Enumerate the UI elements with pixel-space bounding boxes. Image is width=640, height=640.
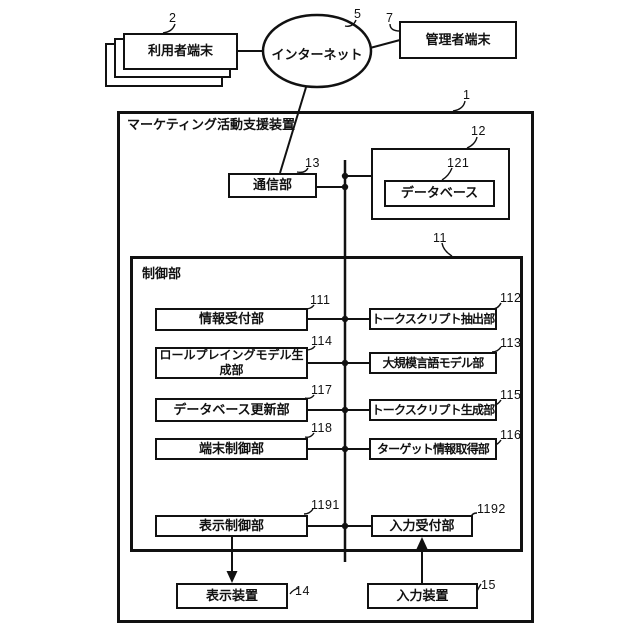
llm-unit-label: 大規模言語モデル部 <box>382 355 485 370</box>
ref-label-121: 121 <box>447 156 470 170</box>
ref-label-1: 1 <box>463 88 471 102</box>
storage-box <box>371 148 510 220</box>
marketing-support-device-box <box>117 111 534 623</box>
llm-unit-box: 大規模言語モデル部 <box>369 352 497 374</box>
roleplay-model-generation-label: ロールプレイングモデル生成部 <box>159 348 304 377</box>
talk-script-extraction-box: トークスクリプト抽出部 <box>369 308 497 330</box>
ref-label-11: 11 <box>433 231 447 245</box>
internet-label: インターネット <box>271 47 363 62</box>
ref-label-114: 114 <box>311 334 333 348</box>
ref-label-116: 116 <box>500 428 522 442</box>
admin-terminal-box: 管理者端末 <box>399 21 517 59</box>
control-unit-label: 制御部 <box>142 266 182 281</box>
ref-label-1192: 1192 <box>477 502 506 516</box>
ref-label-111: 111 <box>310 293 331 307</box>
user-terminal-label: 利用者端末 <box>147 43 213 59</box>
display-device-box: 表示装置 <box>176 583 288 609</box>
marketing-support-device-title: マーケティング活動支援装置 <box>127 117 295 132</box>
database-label: データベース <box>400 185 479 201</box>
admin-terminal-label: 管理者端末 <box>425 31 491 47</box>
ref-label-112: 112 <box>500 291 522 305</box>
info-reception-box: 情報受付部 <box>155 308 308 331</box>
input-reception-label: 入力受付部 <box>389 517 455 533</box>
communication-unit-box: 通信部 <box>228 173 317 198</box>
talk-script-generation-box: トークスクリプト生成部 <box>369 399 497 421</box>
talk-script-generation-label: トークスクリプト生成部 <box>371 402 496 417</box>
terminal-control-box: 端末制御部 <box>155 438 308 460</box>
bus-junction-dots <box>341 172 349 530</box>
display-control-box: 表示制御部 <box>155 515 308 537</box>
ref-label-115: 115 <box>500 388 522 402</box>
target-info-acquisition-box: ターゲット情報取得部 <box>369 438 497 460</box>
display-device-label: 表示装置 <box>205 587 258 603</box>
terminal-control-label: 端末制御部 <box>198 440 264 456</box>
ref-label-14: 14 <box>295 584 310 598</box>
ref-label-1191: 1191 <box>311 498 340 512</box>
communication-unit-label: 通信部 <box>252 177 292 193</box>
info-reception-label: 情報受付部 <box>198 311 264 327</box>
ref-label-5: 5 <box>354 7 362 21</box>
input-device-box: 入力装置 <box>367 583 478 609</box>
control-unit-box <box>130 256 523 552</box>
roleplay-model-generation-box: ロールプレイングモデル生成部 <box>155 347 308 379</box>
database-update-box: データベース更新部 <box>155 398 308 422</box>
ref-label-2: 2 <box>169 11 177 25</box>
ref-label-117: 117 <box>311 383 333 397</box>
ref-label-113: 113 <box>500 336 522 350</box>
ref-label-118: 118 <box>311 421 333 435</box>
database-update-label: データベース更新部 <box>173 401 290 417</box>
arrow-input-head <box>416 537 428 549</box>
ref-leader-curls <box>162 19 502 596</box>
database-box: データベース <box>384 180 495 207</box>
arrow-display-head <box>226 571 238 583</box>
ref-label-7: 7 <box>386 11 394 25</box>
talk-script-extraction-label: トークスクリプト抽出部 <box>371 311 496 326</box>
link-internet-admin <box>369 39 401 49</box>
link-internet-comm <box>279 83 308 174</box>
input-reception-box: 入力受付部 <box>371 515 473 537</box>
ref-label-13: 13 <box>305 156 320 170</box>
display-control-label: 表示制御部 <box>198 517 264 533</box>
user-terminal-box: 利用者端末 <box>123 33 238 70</box>
ref-label-15: 15 <box>481 578 496 592</box>
target-info-acquisition-label: ターゲット情報取得部 <box>376 441 490 456</box>
input-device-label: 入力装置 <box>396 587 449 603</box>
internet-ellipse <box>261 13 373 89</box>
ref-label-12: 12 <box>471 124 486 138</box>
